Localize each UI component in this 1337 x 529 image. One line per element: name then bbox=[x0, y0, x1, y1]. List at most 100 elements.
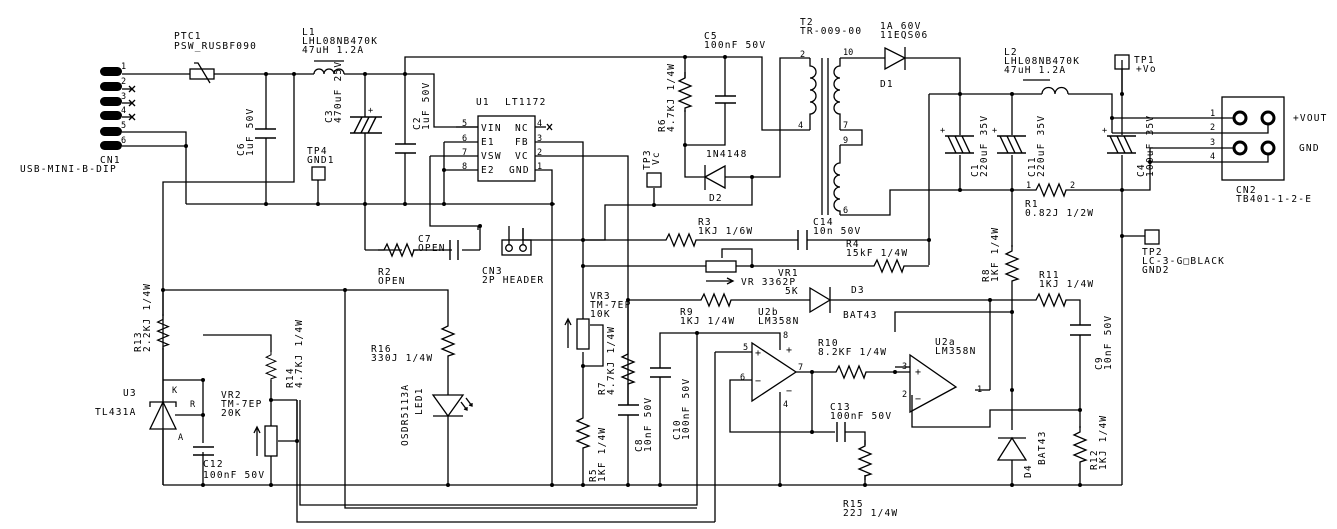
r7-resistor[interactable]: R7 4.7KJ 1/4W bbox=[597, 326, 635, 395]
t2-pin: 6 bbox=[843, 206, 848, 216]
r15-resistor[interactable]: R15 22J 1/4W bbox=[843, 440, 898, 519]
tp2-testpoint[interactable]: TP2 LC-3-G□BLACK GND2 bbox=[1142, 229, 1225, 276]
u1-pin-num: 6 bbox=[462, 134, 467, 144]
u2a-opamp[interactable]: + − 3 2 1 U2a LM358N bbox=[902, 337, 982, 414]
c10-capacitor[interactable]: C10 100nF 50V bbox=[650, 367, 692, 440]
u1-pin-name: E2 bbox=[481, 165, 495, 176]
vr1-trimmer[interactable]: VR1 VR 3362P 5K bbox=[705, 260, 799, 297]
u1-pin-name: FB bbox=[515, 137, 529, 148]
u2b-opamp[interactable]: + − 5 6 7 8 4 + − U2b LM358N bbox=[740, 307, 803, 410]
tp3-testpoint[interactable]: TP3 Vc bbox=[642, 149, 662, 188]
c12-ref: C12 bbox=[203, 459, 224, 470]
c5-ref: C5 bbox=[704, 31, 718, 42]
d2-diode[interactable]: 1N4148 D2 bbox=[703, 149, 748, 204]
c6-capacitor[interactable]: C6 1uF 50V bbox=[236, 108, 276, 156]
c3-electrolytic-capacitor[interactable]: + C3 470uF 25V bbox=[324, 61, 382, 134]
vr2-trimmer[interactable]: VR2 TM-7EP 20K bbox=[221, 390, 278, 457]
r16-resistor[interactable]: R16 330J 1/4W bbox=[371, 320, 455, 364]
ptc1[interactable]: PTC1 PSW_RUSBF090 bbox=[174, 31, 257, 84]
c7-capacitor[interactable]: C7 OPEN bbox=[418, 234, 459, 260]
c10-ref: C10 bbox=[672, 419, 683, 440]
u1-pin-name: GND bbox=[509, 165, 530, 176]
c13-capacitor[interactable]: C13 100nF 50V bbox=[830, 402, 892, 442]
resistor-zigzag-icon bbox=[1005, 245, 1019, 285]
opamp-minus-icon: − bbox=[915, 394, 922, 405]
r15-value: 22J 1/4W bbox=[843, 508, 898, 519]
c8-ref: C8 bbox=[634, 438, 645, 452]
c5-capacitor[interactable]: C5 100nF 50V bbox=[704, 31, 766, 104]
d4-value: BAT43 bbox=[1037, 430, 1048, 465]
opamp-triangle-icon bbox=[751, 341, 798, 403]
r13-resistor[interactable]: R13 2.2KJ 1/4W bbox=[133, 283, 170, 352]
l2-rating: 47uH 1.2A bbox=[1004, 65, 1066, 76]
cn2-terminal-block[interactable]: 1 2 3 4 +VOUT GND CN2 TB401-1-2-E bbox=[1170, 96, 1328, 205]
c6-ref: C6 bbox=[236, 142, 247, 156]
resistor-zigzag-icon bbox=[1073, 426, 1087, 466]
r8-resistor[interactable]: R8 1KF 1/4W bbox=[981, 227, 1019, 285]
tp1-testpoint[interactable]: TP1 +Vo bbox=[1114, 54, 1157, 94]
u3-pin-r: R bbox=[190, 400, 196, 410]
tp1-ref: TP1 bbox=[1134, 55, 1155, 66]
resistor-zigzag-icon bbox=[660, 233, 700, 247]
d1-diode[interactable]: 1A 60V 11EQS06 D1 bbox=[880, 21, 928, 90]
r11-resistor[interactable]: R11 1KJ 1/4W bbox=[1030, 270, 1094, 307]
vr3-trimmer[interactable]: VR3 TM-7EP 10K bbox=[564, 288, 632, 350]
tp4-testpoint[interactable]: TP4 GND1 bbox=[307, 146, 335, 181]
u2b-pin-num: 8 bbox=[783, 331, 788, 341]
opamp-minus-icon: − bbox=[755, 376, 762, 387]
r12-ref: R12 bbox=[1089, 449, 1100, 470]
r10-resistor[interactable]: R10 8.2KF 1/4W bbox=[818, 338, 887, 379]
r6-value: 4.7KJ 1/4W bbox=[666, 63, 677, 132]
c4-ref: C4 bbox=[1136, 163, 1147, 177]
l1-inductor[interactable]: L1 LHL08NB470K 47uH 1.2A bbox=[302, 27, 378, 75]
c14-value: 10n 50V bbox=[813, 226, 861, 237]
u1-pin-num: 2 bbox=[537, 148, 542, 158]
l2-ref: L2 bbox=[1004, 47, 1018, 58]
cap-hatch bbox=[353, 116, 377, 134]
c9-capacitor[interactable]: C9 10nF 50V bbox=[1070, 315, 1114, 370]
r1-resistor[interactable]: 1 2 R1 0.82J 1/2W bbox=[1025, 181, 1094, 219]
header-pin-icon bbox=[519, 244, 527, 252]
r5-resistor[interactable]: R5 1KF 1/4W bbox=[576, 412, 608, 482]
led1[interactable]: LED1 OSDR5113A bbox=[400, 384, 473, 446]
light-emission-icon bbox=[460, 397, 473, 411]
u3-shunt-regulator[interactable]: K R A U3 TL431A bbox=[95, 380, 196, 443]
c11-electrolytic-capacitor[interactable]: + C11 220uF 35V bbox=[992, 115, 1047, 177]
c8-capacitor[interactable]: C8 10nF 50V bbox=[618, 397, 654, 452]
r9-resistor[interactable]: R9 1KJ 1/4W bbox=[680, 293, 735, 327]
u1-pin-num: 5 bbox=[462, 119, 467, 129]
cn3-header[interactable]: CN3 2P HEADER bbox=[482, 226, 544, 286]
d4-diode[interactable]: D4 BAT43 bbox=[996, 430, 1048, 478]
r14-resistor[interactable]: R14 4.7KJ 1/4W bbox=[265, 319, 305, 388]
d3-diode[interactable]: D3 BAT43 bbox=[809, 285, 878, 321]
diode-triangle-icon bbox=[703, 164, 726, 190]
cap-hatch bbox=[1109, 135, 1133, 154]
r6-resistor[interactable]: R6 4.7KJ 1/4W bbox=[657, 63, 692, 132]
r12-resistor[interactable]: R12 1KJ 1/4W bbox=[1073, 415, 1109, 470]
r3-resistor[interactable]: R3 1KJ 1/6W bbox=[660, 217, 753, 247]
cn2-value: TB401-1-2-E bbox=[1236, 194, 1312, 205]
r9-value: 1KJ 1/4W bbox=[680, 316, 735, 327]
c6-value: 1uF 50V bbox=[245, 108, 256, 156]
diode-triangle-icon bbox=[996, 436, 1028, 461]
vr1-value: 5K bbox=[785, 286, 799, 297]
c14-capacitor[interactable]: C14 10n 50V bbox=[797, 217, 861, 250]
u1-ic[interactable]: U1 LT1172 5 6 7 8 VIN E1 VSW E2 NC FB VC… bbox=[456, 97, 553, 182]
r4-resistor[interactable]: R4 15kF 1/4W bbox=[846, 239, 908, 273]
c4-electrolytic-capacitor[interactable]: + C4 100uF 35V bbox=[1102, 115, 1156, 177]
led1-value: OSDR5113A bbox=[400, 384, 411, 446]
r2-resistor[interactable]: R2 OPEN bbox=[378, 243, 418, 287]
cn1-ref: CN1 bbox=[100, 155, 121, 166]
cn2-pin: 4 bbox=[1210, 152, 1215, 162]
t2-transformer[interactable]: 2 4 10 7 9 6 T2 TR-009-00 bbox=[798, 17, 862, 216]
c1-electrolytic-capacitor[interactable]: + C1 220uF 35V bbox=[940, 115, 990, 177]
c2-capacitor[interactable]: C2 1uF 50V bbox=[395, 82, 432, 154]
cn2-gnd-label: GND bbox=[1299, 143, 1320, 154]
resistor-zigzag-icon bbox=[858, 440, 872, 480]
r11-value: 1KJ 1/4W bbox=[1039, 279, 1094, 290]
l2-inductor[interactable]: L2 LHL08NB470K 47uH 1.2A bbox=[1004, 47, 1080, 95]
cn1-connector[interactable]: 1 2 3 4 5 6 CN1 USB-MINI-B-DIP bbox=[20, 62, 136, 175]
c12-capacitor[interactable]: C12 100nF 50V bbox=[193, 446, 265, 481]
l1-value: LHL08NB470K bbox=[302, 36, 378, 47]
